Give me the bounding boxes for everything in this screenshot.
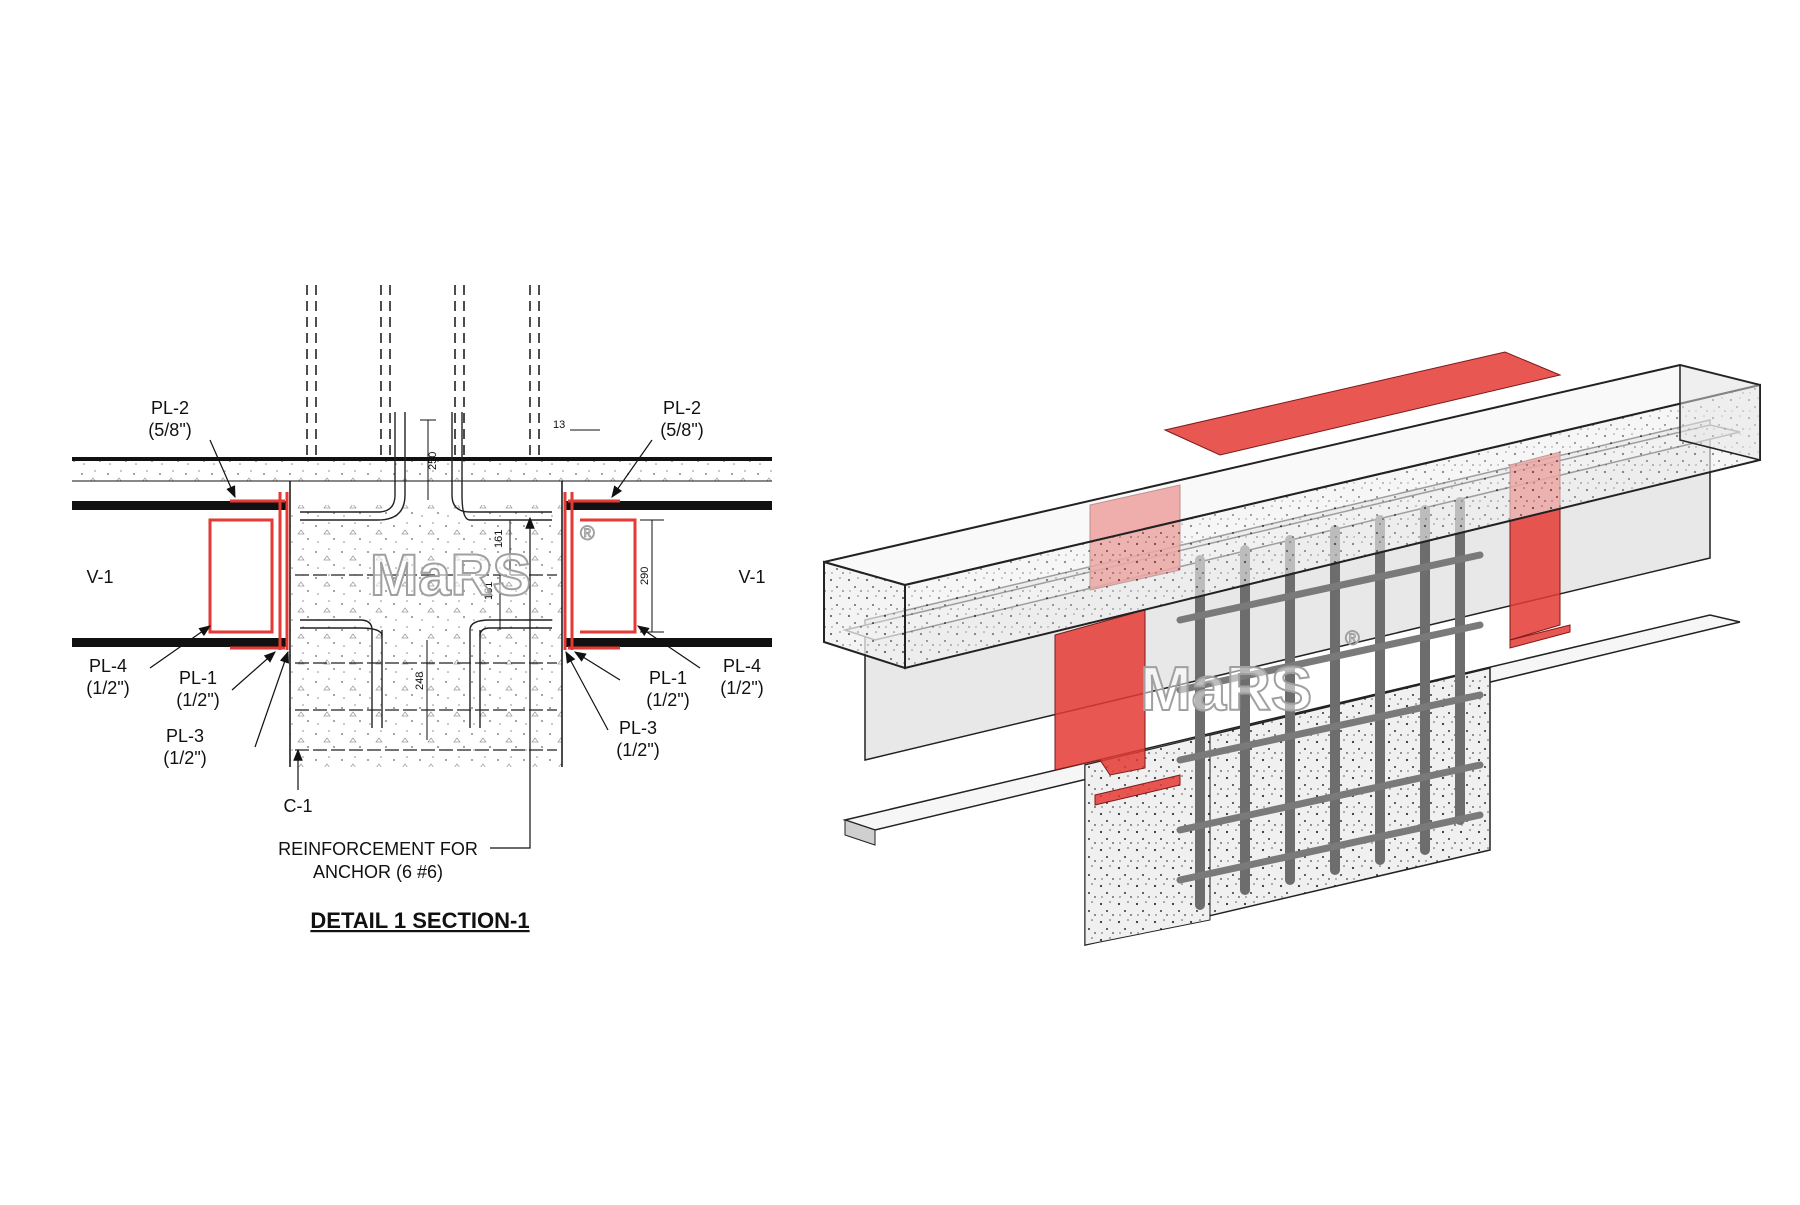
watermark-right: MaRS ®: [1139, 628, 1361, 726]
dim-13: 13: [553, 419, 565, 431]
beam-right-label: V-1: [738, 567, 765, 587]
dimension-texts: 250 13 290 161 161 248: [414, 419, 651, 690]
slab-far-end: [1679, 364, 1761, 461]
leader-lines: [149, 439, 701, 849]
left-top-flange: [72, 501, 287, 510]
pl1-left-name: PL-1: [179, 668, 217, 688]
plate-bottom-left: [1094, 774, 1181, 806]
beam-left-label: V-1: [86, 567, 113, 587]
pl2-right-thk: (5/8"): [660, 420, 703, 440]
pl4-right-thk: (1/2"): [720, 678, 763, 698]
watermark-text-right: MaRS: [1140, 655, 1312, 724]
pl2-left-name: PL-2: [151, 398, 189, 418]
section-drawing: PL-2 (5/8") PL-2 (5/8") V-1 V-1 PL-4 (1/…: [72, 285, 772, 933]
pl3-left-thk: (1/2"): [163, 748, 206, 768]
pl2-right-name: PL-2: [663, 398, 701, 418]
watermark-mark-left: ®: [580, 523, 595, 545]
right-top-flange: [565, 501, 772, 510]
column-hidden-lines: [306, 285, 540, 459]
pl1-left-thk: (1/2"): [176, 690, 219, 710]
column-label: C-1: [283, 796, 312, 816]
pl1-right-name: PL-1: [649, 668, 687, 688]
rebar-ties: [1176, 551, 1484, 884]
plate-bottom-right: [1509, 624, 1571, 649]
anchor-bars: [300, 412, 552, 728]
pl3-right-name: PL-3: [619, 718, 657, 738]
pl1-right-thk: (1/2"): [646, 690, 689, 710]
section-labels: PL-2 (5/8") PL-2 (5/8") V-1 V-1 PL-4 (1/…: [86, 398, 765, 933]
watermark-mark-right: ®: [1345, 628, 1360, 650]
column-concrete: [290, 505, 562, 767]
column-side-face: [1084, 734, 1211, 946]
note-line-1: REINFORCEMENT FOR: [278, 839, 478, 859]
slab: [72, 459, 772, 481]
pl4-right-name: PL-4: [723, 656, 761, 676]
pl4-left-name: PL-4: [89, 656, 127, 676]
dimension-lines: [420, 419, 664, 740]
dim-248: 248: [414, 672, 426, 690]
plate-front-left: [1054, 609, 1146, 776]
dim-161-b: 161: [483, 582, 495, 600]
dim-290: 290: [639, 567, 651, 585]
pl4-left-thk: (1/2"): [86, 678, 129, 698]
plates-right: [563, 492, 637, 650]
stirrups: [295, 574, 557, 751]
section-title: DETAIL 1 SECTION-1: [310, 908, 529, 933]
pl3-left-name: PL-3: [166, 726, 204, 746]
left-bottom-flange: [72, 638, 287, 647]
plates-left: [208, 492, 289, 650]
right-bottom-flange: [565, 638, 772, 647]
watermark-text-left: MaRS: [370, 543, 531, 608]
watermark-left: MaRS ®: [369, 523, 596, 610]
pl3-right-thk: (1/2"): [616, 740, 659, 760]
dim-161-a: 161: [493, 530, 505, 548]
note-line-2: ANCHOR (6 #6): [313, 862, 443, 882]
isometric-view: MaRS ®: [823, 293, 1761, 946]
dim-250: 250: [427, 452, 439, 470]
pl2-left-thk: (5/8"): [148, 420, 191, 440]
beam-bottom-flange-edge: [844, 819, 876, 846]
